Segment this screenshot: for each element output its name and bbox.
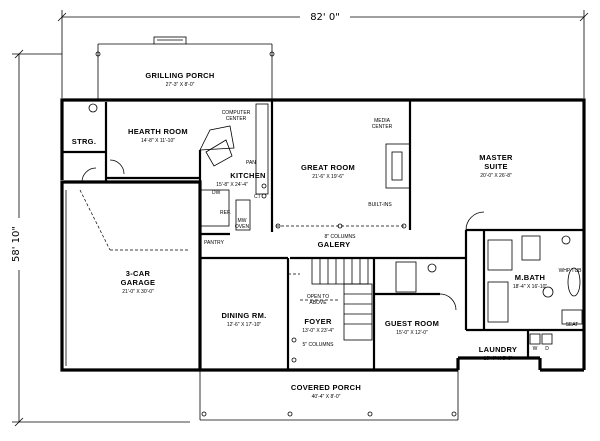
kitchen-walls [199,100,274,232]
hearth-room-dim: 14'-8" X 11'-10" [141,138,175,144]
washer-label: W [533,346,538,352]
garage-label-1: 3-CAR [126,269,151,278]
kitchen-dim: 15'-8" X 24'-4" [216,182,248,188]
grilling-porch [95,36,275,100]
mw-oven-label-2: OVEN [235,224,250,230]
hearth-room-walls [62,102,202,183]
dining-walls [286,258,300,370]
seat-label: SEAT [566,322,579,328]
built-ins-label: BUILT-INS [368,202,392,208]
computer-center-label-2: CENTER [226,116,247,122]
whp-tub-label: WHP TUB [559,268,583,274]
great-room-label: GREAT ROOM [301,163,355,172]
great-room-walls [275,100,412,230]
covered-porch-dim: 40'-4" X 8'-0" [312,394,341,400]
pantry-label: PANTRY [204,240,224,246]
master-bath-label: M.BATH [515,273,545,282]
master-bath-walls [466,230,584,332]
covered-porch-label: COVERED PORCH [291,383,361,392]
pan-label: PAN [246,160,256,166]
garage-label-2: GARAGE [121,278,156,287]
mw-oven-label-1: MW [238,218,247,224]
ct-label: CT [254,194,261,200]
grilling-porch-label: GRILLING PORCH [145,71,214,80]
overall-width-label: 82' 0" [310,12,340,23]
grilling-porch-dim: 27'-3" X 8'-0" [166,82,195,88]
foyer-dim: 13'-0" X 23'-4" [302,328,334,334]
great-room-dim: 21'-6" X 19'-6" [312,174,344,180]
media-center-label-1: MEDIA [374,118,391,124]
open-above-label-1: OPEN TO [307,294,329,300]
open-above-label-2: ABOVE [309,300,327,306]
media-center-label-2: CENTER [372,124,393,130]
width-dimension-line [57,10,589,98]
columns-5-label: 5" COLUMNS [303,342,335,348]
depth-dimension-line [12,49,190,427]
master-suite-dim: 20'-0" X 26'-8" [480,173,512,179]
laundry-label: LAUNDRY [479,345,518,354]
columns-8-label: 8" COLUMNS [325,234,357,240]
guest-room-walls [372,258,457,370]
laundry-walls [526,330,553,358]
dining-label: DINING RM. [221,311,266,320]
dw-label: DW [212,190,221,196]
dryer-label: D [545,346,549,352]
master-suite-label-2: SUITE [484,162,508,171]
master-suite-label-1: MASTER [479,153,513,162]
guest-room-dim: 15'-0" X 12'-0" [396,330,428,336]
garage-walls [60,182,190,370]
dining-dim: 12'-6" X 17'-10" [227,322,262,328]
kitchen-label: KITCHEN [230,171,265,180]
laundry-dim: 10'-4" X 5'-6" [484,356,513,362]
master-bath-dim: 18'-4" X 16'-10" [513,284,548,290]
covered-porch [199,370,459,421]
foyer-label: FOYER [304,317,332,326]
guest-room-label: GUEST ROOM [385,319,439,328]
computer-center-label-1: COMPUTER [222,110,251,116]
overall-depth-label: 58' 10" [11,226,22,262]
gallery-label: GALERY [318,240,351,249]
ref-label: REF. [220,210,231,216]
hearth-room-label: HEARTH ROOM [128,127,188,136]
master-suite-walls [465,211,584,232]
garage-dim: 21'-0" X 30'-0" [122,289,154,295]
foyer-stairs [291,257,373,363]
storage-label: STRG. [72,137,96,146]
